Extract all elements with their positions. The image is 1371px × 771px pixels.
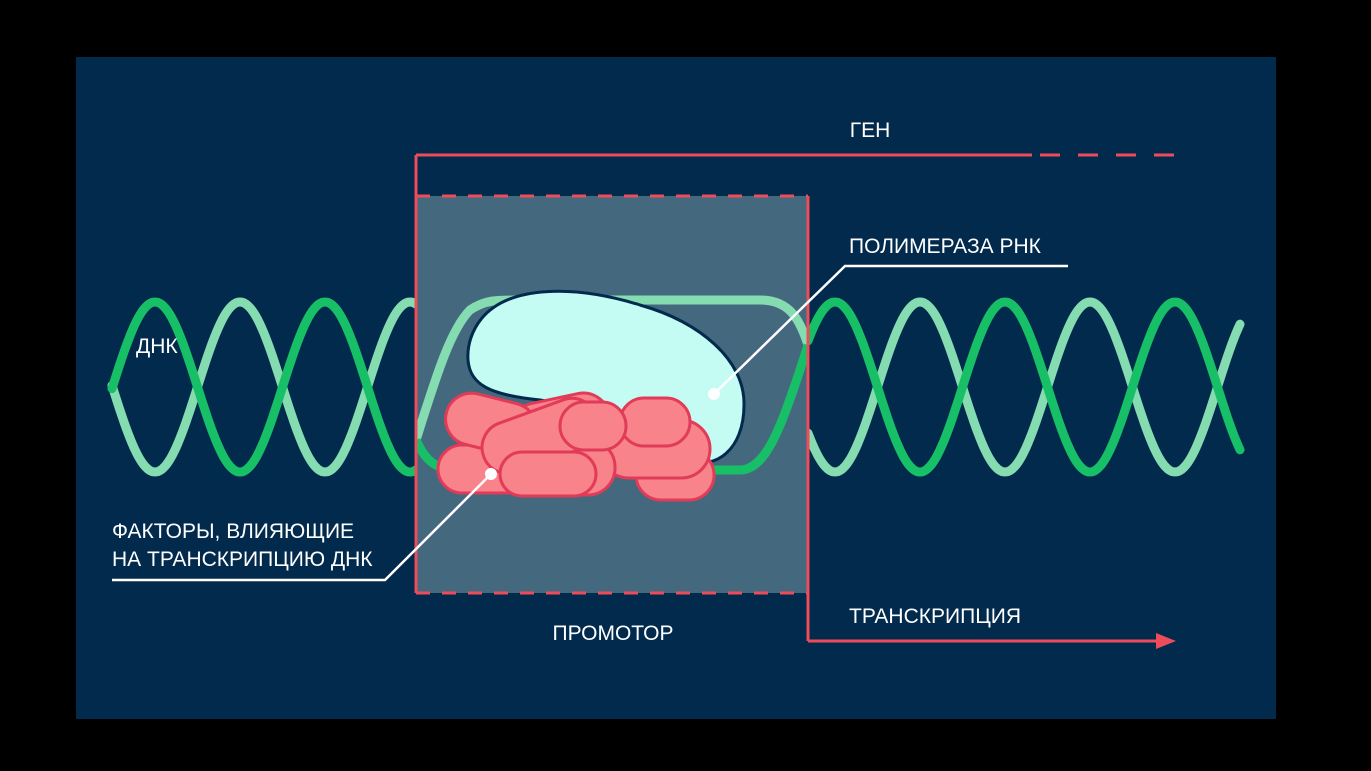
- gene-bracket: [414, 153, 1180, 593]
- dna-strand-dark-open: [416, 343, 808, 475]
- label-promoter: ПРОМОТОР: [552, 622, 673, 645]
- label-transcription: ТРАНСКРИПЦИЯ: [849, 605, 1021, 628]
- callout-factors: [112, 468, 497, 582]
- callout-dot-polymerase: [708, 388, 720, 400]
- transcription-arrow: [806, 196, 1176, 649]
- label-gene: ГЕН: [850, 119, 891, 142]
- transcription-factors: [436, 391, 716, 502]
- label-factors-line1: ФАКТОРЫ, ВЛИЯЮЩИЕ: [112, 520, 354, 543]
- dna-helix-promoter-segment: [416, 295, 808, 475]
- label-factors-line2: НА ТРАНСКРИПЦИЮ ДНК: [112, 548, 373, 571]
- callout-dot-factors: [485, 468, 497, 480]
- label-dna: ДНК: [136, 335, 178, 358]
- dna-helix: [107, 297, 1245, 477]
- dna-strand-dark: [107, 297, 1245, 477]
- callout-polymerase: [708, 264, 1068, 400]
- dna-strand-light-open: [416, 295, 808, 442]
- label-polymerase: ПОЛИМЕРАЗА РНК: [849, 235, 1042, 258]
